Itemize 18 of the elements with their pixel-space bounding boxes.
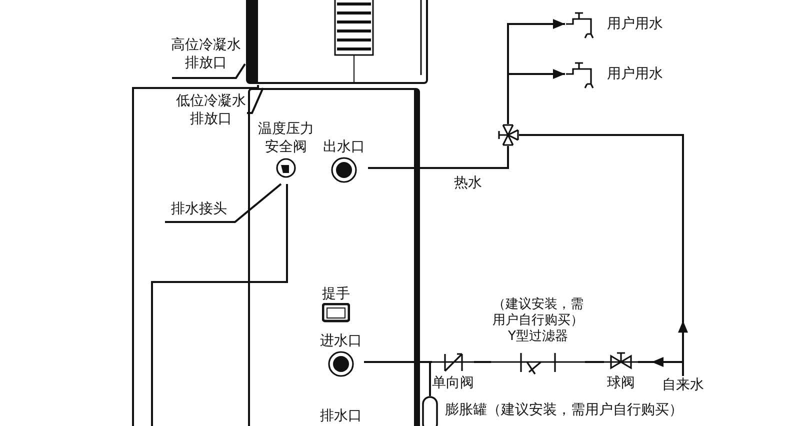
component-label: 进水口 <box>319 332 363 350</box>
component-label: 膨胀罐（建议安装，需用户自行购买） <box>445 401 683 419</box>
component-label: Y型过滤器 <box>507 329 569 345</box>
component-label: 排水口 <box>316 407 366 426</box>
water-tank-drawing <box>248 88 420 426</box>
component-label: 排水接头 <box>163 200 235 222</box>
component-label: 用户用水 <box>607 15 663 33</box>
edge-label: 热水 <box>454 174 482 192</box>
supply-label: 自来水 <box>658 376 708 396</box>
component-label: 高位冷凝水排放口 <box>170 36 242 78</box>
component-label: 温度压力安全阀 <box>257 120 315 156</box>
component-label: 出水口 <box>322 138 366 156</box>
component-label: 提手 <box>321 285 351 303</box>
component-label: 低位冷凝水排放口 <box>175 92 247 136</box>
component-label: 用户用水 <box>607 65 663 83</box>
component-label: 球阀 <box>606 374 636 392</box>
component-label: 单向阀 <box>432 374 474 392</box>
component-label: （建议安装，需用户自行购买） <box>492 297 584 329</box>
